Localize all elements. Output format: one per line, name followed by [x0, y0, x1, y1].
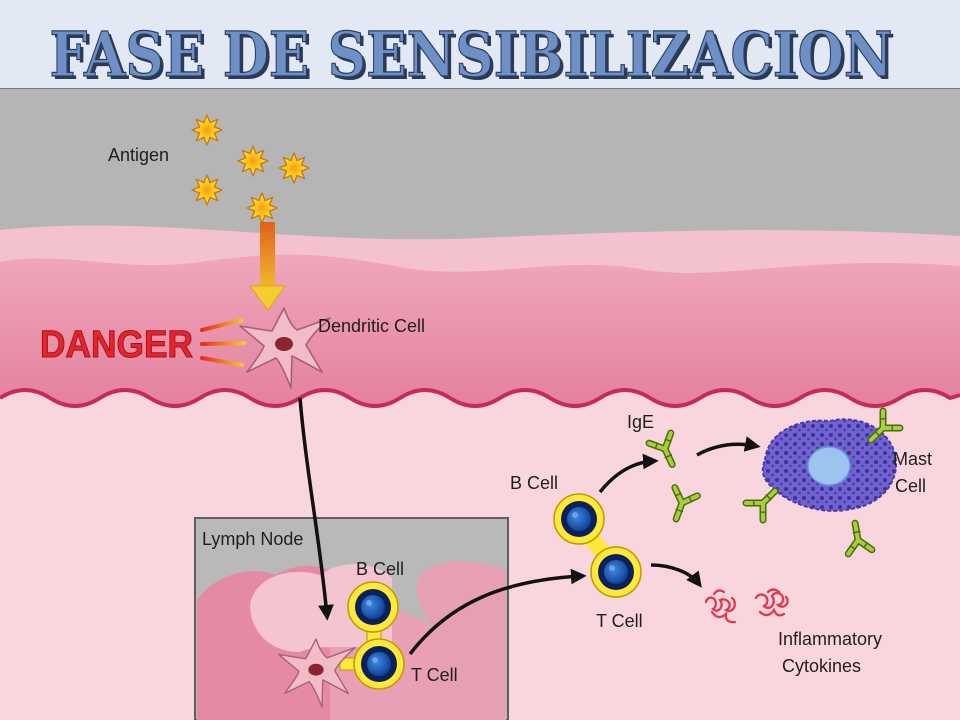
lymph-node-b-cell-label: B Cell	[356, 559, 404, 579]
page-title-shadow: FASE DE SENSIBILIZACION	[53, 21, 896, 94]
antigen-star	[191, 114, 223, 146]
page-title: FASE DE SENSIBILIZACION	[50, 18, 893, 91]
antigen-entry-arrow	[249, 222, 286, 311]
t-cell-label: T Cell	[596, 611, 643, 631]
danger-signal-rays	[200, 318, 246, 367]
antigen-star	[191, 174, 223, 206]
cytokines-label-line2: Cytokines	[782, 656, 861, 676]
b-cell	[553, 493, 605, 545]
mast-cell-nucleus	[807, 446, 851, 486]
lymphocyte-exit-arrow	[408, 568, 587, 656]
basement-membrane-line	[0, 388, 960, 408]
antigen-label: Antigen	[108, 145, 169, 165]
mast-cell-label-line2: Cell	[895, 476, 926, 496]
lymph-node-b-cell	[347, 581, 399, 633]
title-bar	[0, 0, 960, 88]
cytokine-squiggle	[754, 588, 789, 617]
danger-label: DANGER	[40, 324, 193, 366]
lymph-node-t-cell	[353, 638, 405, 690]
mast-cell-binding-arrow	[696, 436, 761, 457]
mast-cell-label-line1: Mast	[893, 449, 932, 469]
lymph-node-label: Lymph Node	[202, 529, 303, 549]
cytokine-squiggle	[704, 589, 737, 624]
ige-label: IgE	[627, 412, 654, 432]
antigen-star	[246, 192, 278, 224]
antigen-star	[237, 145, 269, 177]
b-cell-label: B Cell	[510, 473, 558, 493]
cytokines-label-line1: Inflammatory	[778, 629, 882, 649]
cytokine-release-arrow	[650, 563, 702, 588]
dendritic-cell-label: Dendritic Cell	[318, 316, 425, 336]
antigen-star	[278, 152, 310, 184]
ige-production-arrow	[598, 453, 659, 494]
dc-migration-arrow	[298, 397, 334, 621]
lymph-node-t-cell-label: T Cell	[411, 665, 458, 685]
t-cell	[590, 546, 642, 598]
